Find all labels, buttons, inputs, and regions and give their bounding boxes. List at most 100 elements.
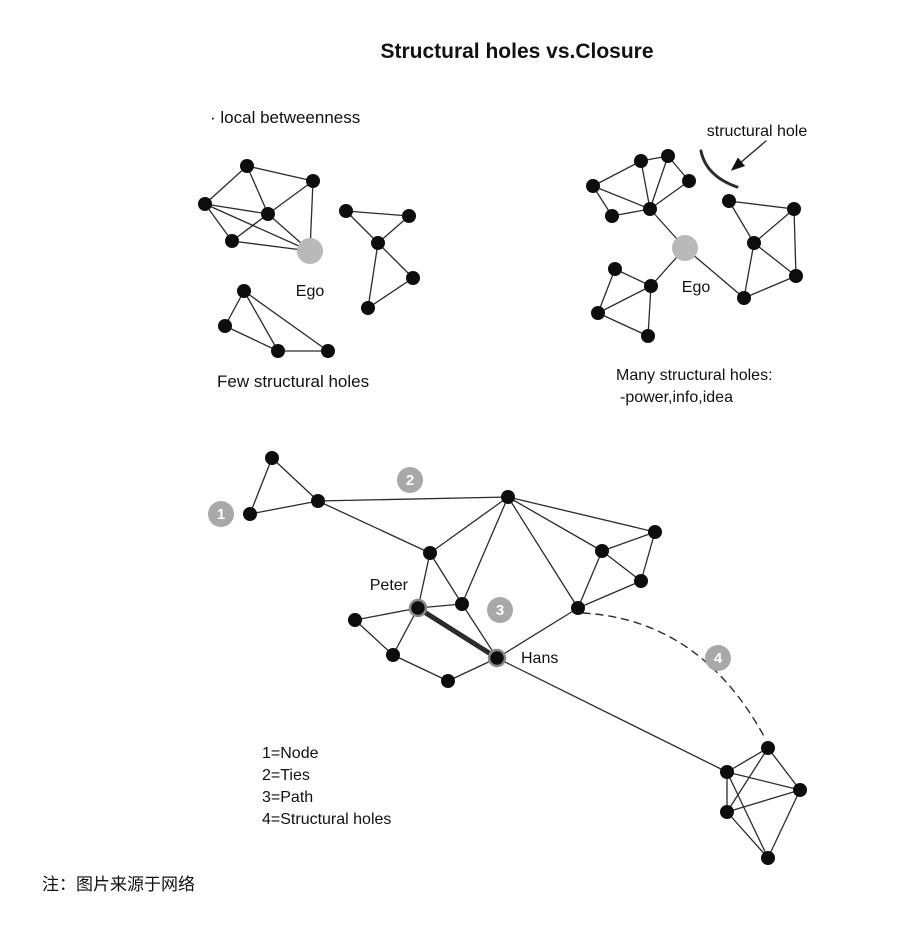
peter-node: [408, 598, 428, 618]
graph-edge: [726, 771, 769, 859]
graph-edge: [640, 531, 656, 582]
graph-node: [634, 574, 648, 588]
graph-edge: [354, 619, 394, 656]
graph-edge: [649, 180, 690, 210]
graph-node: [237, 284, 251, 298]
graph-node: [225, 234, 239, 248]
graph-edge: [243, 290, 279, 352]
graph-edge: [592, 160, 642, 187]
local-betweenness-note: · local betweenness: [210, 108, 360, 127]
ego-label-right: Ego: [682, 279, 711, 296]
graph-edge: [577, 550, 603, 609]
graph-edge: [601, 550, 642, 582]
network-many-structural-holes: [586, 149, 803, 343]
graph-edge: [728, 200, 795, 210]
graph-edge: [726, 811, 769, 859]
graph-node: [571, 601, 585, 615]
graph-node: [661, 149, 675, 163]
graph-node: [720, 805, 734, 819]
graph-edge: [753, 208, 795, 244]
graph-node: [198, 197, 212, 211]
graph-node: [218, 319, 232, 333]
graph-edge: [640, 160, 651, 210]
network-bottom-main: [243, 451, 807, 865]
graph-edge: [392, 654, 449, 682]
graph-edge: [649, 155, 669, 210]
graph-edge: [507, 496, 579, 609]
graph-node: [371, 236, 385, 250]
graph-edge: [249, 500, 319, 515]
peter-label: Peter: [370, 577, 409, 594]
graph-edge: [743, 275, 797, 299]
number-badge: [705, 645, 731, 671]
graph-edge: [249, 457, 273, 515]
graph-edge: [204, 203, 269, 215]
many-structural-holes-caption-line1: Many structural holes:: [616, 367, 773, 384]
structural-hole-annotation-layer: [699, 140, 767, 189]
graph-edge: [231, 240, 311, 252]
graph-edge: [317, 496, 509, 502]
legend-line-path: 3=Path: [262, 789, 313, 806]
graph-edge: [231, 213, 269, 242]
graph-edge: [767, 747, 801, 791]
graph-node: [789, 269, 803, 283]
graph-node: [243, 507, 257, 521]
graph-node: [321, 344, 335, 358]
number-badge-label: 4: [714, 650, 723, 667]
graph-node: [605, 209, 619, 223]
hans-node: [487, 648, 507, 668]
graph-edge: [767, 789, 801, 859]
graph-edge: [354, 607, 419, 621]
graph-edge: [429, 552, 463, 605]
graph-node: [348, 613, 362, 627]
graph-edge: [204, 203, 233, 242]
graph-edge: [496, 607, 579, 659]
graph-edge: [496, 657, 728, 773]
graph-node: [591, 306, 605, 320]
graph-edge: [728, 200, 755, 244]
graph-node: [361, 301, 375, 315]
ego-node: [297, 238, 323, 264]
graph-edge: [577, 580, 642, 609]
graph-node: [747, 236, 761, 250]
graph-node: [240, 159, 254, 173]
graph-node: [608, 262, 622, 276]
graph-edge: [367, 277, 414, 309]
graph-edge: [461, 496, 509, 605]
graph-edge: [417, 552, 431, 609]
graph-edge: [726, 747, 769, 813]
graph-node: [406, 271, 420, 285]
graph-node: [265, 451, 279, 465]
graph-edge: [592, 185, 651, 210]
graph-edge: [317, 500, 431, 554]
number-badge: [208, 501, 234, 527]
graph-edge: [204, 165, 248, 205]
legend-line-structural-holes: 4=Structural holes: [262, 811, 391, 828]
many-structural-holes-caption-line2: -power,info,idea: [620, 389, 733, 406]
legend-line-ties: 2=Ties: [262, 767, 310, 784]
graph-node: [455, 597, 469, 611]
hans-label: Hans: [521, 650, 558, 667]
graph-node: [306, 174, 320, 188]
graph-edge: [507, 496, 603, 552]
graph-edge: [367, 242, 379, 309]
graph-node: [441, 674, 455, 688]
graph-node: [787, 202, 801, 216]
graph-edge: [377, 242, 414, 279]
graph-node: [648, 525, 662, 539]
graph-node: [793, 783, 807, 797]
graph-edge: [726, 747, 769, 773]
graph-node: [761, 851, 775, 865]
graph-edge: [243, 290, 329, 352]
structural-hole-arrow: [730, 140, 767, 171]
graph-node: [720, 765, 734, 779]
footer-source-note: 注：图片来源于网络: [42, 875, 195, 894]
graph-node: [643, 202, 657, 216]
graph-edge: [246, 165, 314, 182]
graph-edge: [507, 496, 656, 533]
graph-node: [682, 174, 696, 188]
number-badge-label: 3: [496, 602, 504, 619]
graph-edge: [647, 285, 652, 337]
graph-edge: [204, 203, 311, 252]
